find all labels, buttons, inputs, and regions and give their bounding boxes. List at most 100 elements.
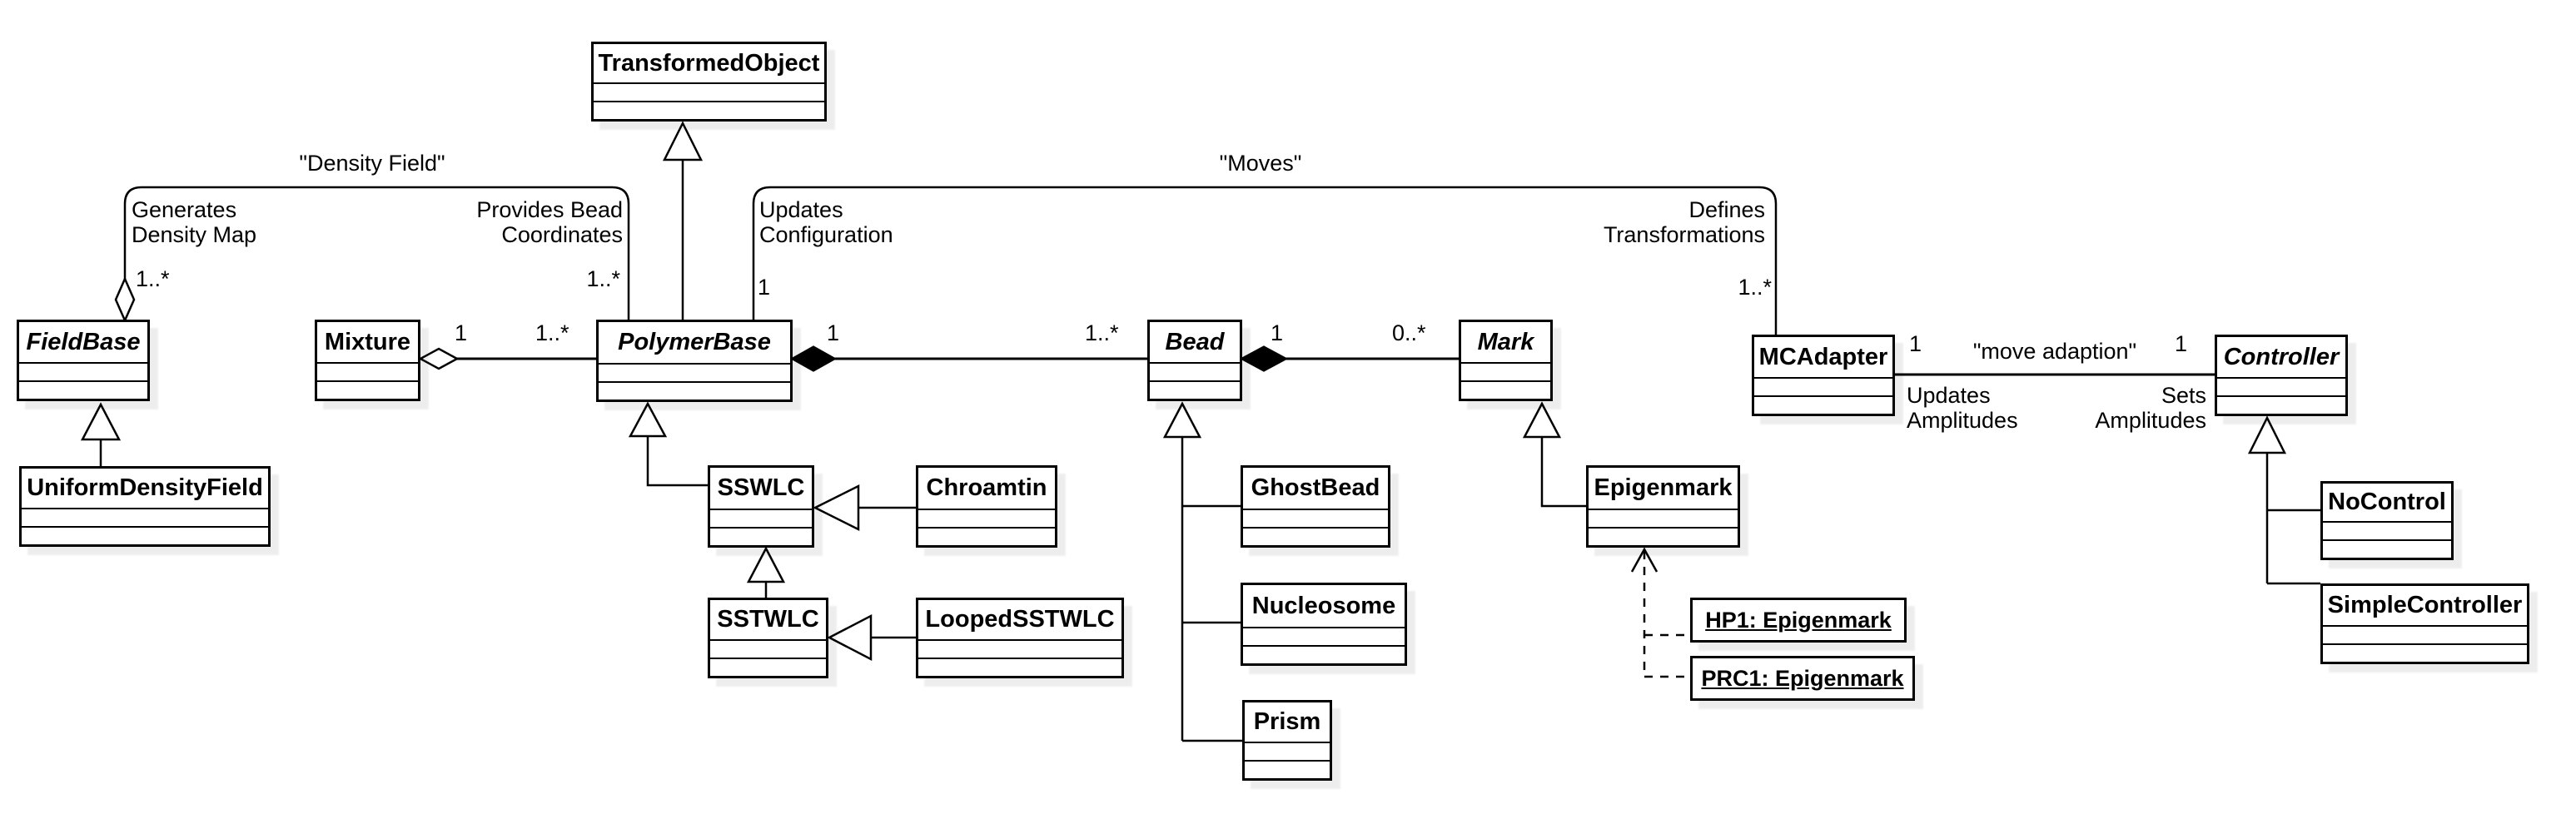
methods-compartment: [1461, 382, 1550, 399]
inheritance-polymerbase-transformedobject: [662, 121, 704, 320]
attributes-compartment: [1243, 510, 1388, 529]
class-transformedobject: TransformedObject: [591, 42, 827, 122]
class-fieldbase: FieldBase: [17, 320, 150, 401]
multiplicity-marks-on-bead: 0..*: [1392, 320, 1426, 345]
density-field-association-title: "Density Field": [299, 151, 445, 176]
class-title: SimpleController: [2327, 592, 2523, 618]
class-title: SSWLC: [717, 474, 805, 501]
inheritance-sswlc-polymerbase: [628, 401, 708, 487]
composition-bead-mark: [1239, 345, 1459, 372]
multiplicity-polymers-in-mixture: 1..*: [535, 320, 569, 345]
role-provides-bead-coordinates: Provides Bead Coordinates: [476, 197, 623, 247]
multiplicity-polymerbase-provides: 1..*: [586, 266, 620, 291]
multiplicity-mcadapter-defines: 1..*: [1738, 275, 1772, 300]
methods-compartment: [317, 382, 418, 399]
instance-prc1-epigenmark: PRC1: Epigenmark: [1690, 656, 1915, 701]
multiplicity-beads-in-polymer: 1..*: [1085, 320, 1119, 345]
class-title: Controller: [2223, 343, 2340, 370]
moves-association-title: "Moves": [1219, 151, 1302, 176]
class-title: Nucleosome: [1251, 592, 1396, 619]
multiplicity-mixture-side: 1: [455, 320, 468, 345]
move-adaption-association-title: "move adaption": [1972, 339, 2137, 364]
role-defines-transformations: Defines Transformations: [1603, 197, 1765, 247]
class-chroamtin: Chroamtin: [916, 465, 1057, 548]
attributes-compartment: [710, 510, 812, 529]
multiplicity-mcadapter-side: 1: [1909, 331, 1922, 356]
methods-compartment: [710, 529, 812, 545]
class-title: Prism: [1253, 708, 1321, 735]
class-ghostbead: GhostBead: [1241, 465, 1390, 548]
attributes-compartment: [19, 364, 147, 382]
class-title: Epigenmark: [1594, 474, 1733, 501]
instance-hp1-epigenmark: HP1: Epigenmark: [1690, 598, 1907, 643]
composition-polymerbase-bead: [789, 345, 1147, 372]
moves-link: [752, 186, 1778, 335]
attributes-compartment: [1245, 743, 1330, 762]
attributes-compartment: [2323, 523, 2451, 541]
class-title: LoopedSSTWLC: [925, 606, 1115, 633]
class-title: GhostBead: [1251, 474, 1380, 501]
aggregation-mixture-polymerbase: [418, 347, 596, 370]
methods-compartment: [1150, 382, 1240, 399]
class-simplecontroller: SimpleController: [2320, 583, 2529, 664]
attributes-compartment: [710, 641, 826, 659]
role-updates-amplitudes: Updates Amplitudes: [1907, 383, 2018, 433]
inheritance-epigenmark-mark: [1522, 401, 1586, 508]
methods-compartment: [2323, 645, 2527, 662]
class-title: NoControl: [2328, 489, 2446, 515]
class-mixture: Mixture: [315, 320, 420, 401]
attributes-compartment: [1589, 510, 1738, 529]
class-sstwlc: SSTWLC: [708, 598, 828, 678]
instance-title: HP1: Epigenmark: [1705, 607, 1892, 633]
class-bead: Bead: [1147, 320, 1242, 401]
attributes-compartment: [594, 84, 824, 102]
inheritance-uniformdensityfield-fieldbase: [80, 402, 122, 466]
attributes-compartment: [1461, 364, 1550, 382]
class-prism: Prism: [1242, 700, 1332, 781]
methods-compartment: [599, 383, 790, 400]
attributes-compartment: [2217, 379, 2345, 397]
class-polymerbase: PolymerBase: [596, 320, 793, 402]
attributes-compartment: [1243, 628, 1405, 647]
attributes-compartment: [1754, 379, 1892, 397]
class-sswlc: SSWLC: [708, 465, 814, 548]
class-nocontrol: NoControl: [2320, 481, 2454, 560]
multiplicity-polymerbase-side: 1: [827, 320, 840, 345]
class-title: Mark: [1477, 328, 1534, 355]
methods-compartment: [1589, 529, 1738, 545]
methods-compartment: [594, 102, 824, 119]
methods-compartment: [1243, 529, 1388, 545]
methods-compartment: [918, 529, 1055, 545]
class-uniformdensityfield: UniformDensityField: [19, 466, 271, 547]
methods-compartment: [1245, 762, 1330, 778]
class-mark: Mark: [1459, 320, 1553, 401]
attributes-compartment: [918, 641, 1121, 659]
inheritance-sstwlc-sswlc: [746, 546, 786, 598]
attributes-compartment: [317, 364, 418, 382]
methods-compartment: [2323, 541, 2451, 558]
multiplicity-polymerbase-updates: 1: [758, 275, 771, 300]
methods-compartment: [19, 382, 147, 399]
class-title: UniformDensityField: [27, 474, 263, 501]
class-title: Chroamtin: [926, 474, 1047, 501]
class-nucleosome: Nucleosome: [1241, 583, 1407, 666]
class-epigenmark: Epigenmark: [1586, 465, 1740, 548]
inheritance-controllers-tree: [2247, 415, 2320, 585]
role-updates-configuration: Updates Configuration: [759, 197, 893, 247]
class-title: Bead: [1165, 328, 1225, 355]
class-controller: Controller: [2215, 335, 2348, 416]
multiplicity-controller-side: 1: [2175, 331, 2188, 356]
class-loopedsstwlc: LoopedSSTWLC: [916, 598, 1124, 678]
methods-compartment: [1754, 397, 1892, 414]
class-title: PolymerBase: [618, 329, 771, 355]
multiplicity-fieldbase-density-field: 1..*: [136, 266, 170, 291]
class-title: MCAdapter: [1758, 343, 1888, 370]
class-mcadapter: MCAdapter: [1752, 335, 1895, 416]
class-title: FieldBase: [26, 328, 141, 355]
inheritance-chroamtin-sswlc: [813, 484, 916, 532]
role-generates-density-map: Generates Density Map: [132, 197, 257, 247]
methods-compartment: [1243, 647, 1405, 663]
attributes-compartment: [22, 509, 268, 528]
